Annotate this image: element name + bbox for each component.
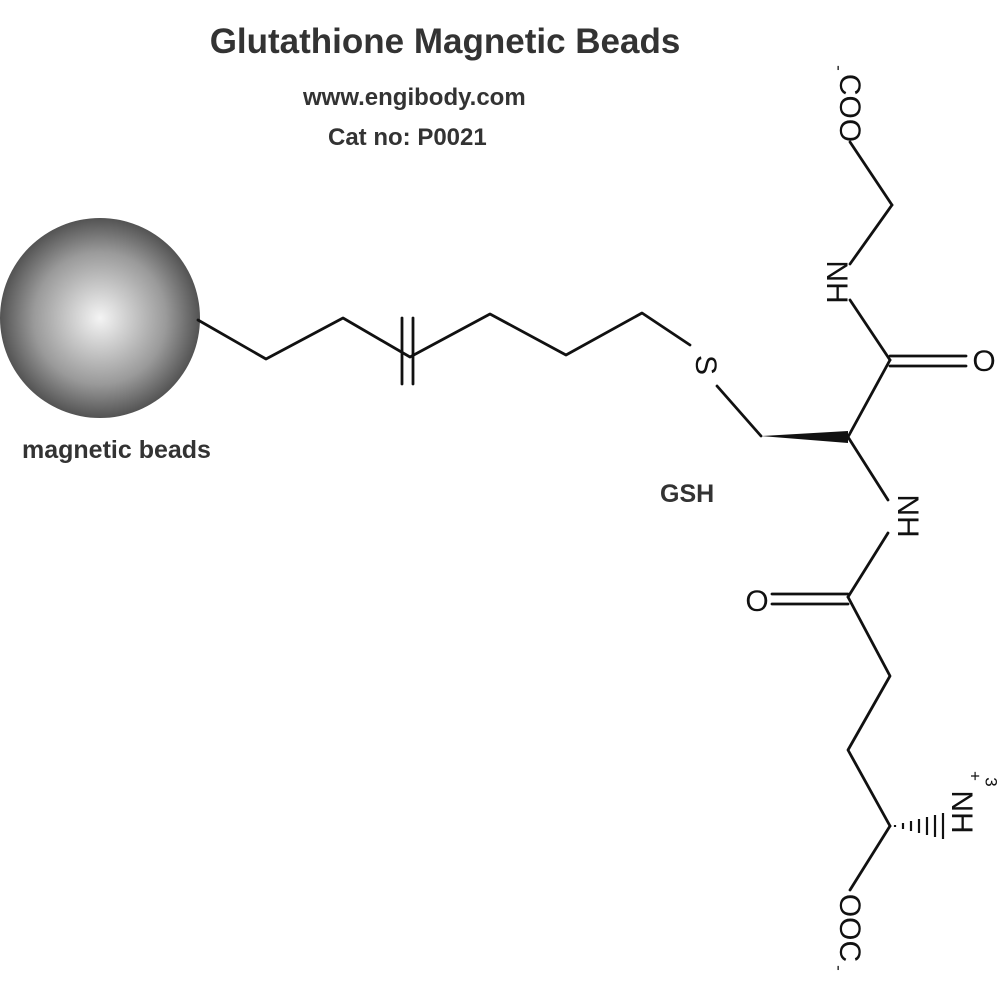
bond-nh-ch2-gly	[848, 203, 894, 266]
magnetic-bead	[0, 218, 200, 418]
bond-nh-carbonyl-glu	[846, 531, 890, 599]
ammonium-charge: +	[966, 771, 985, 781]
website-url: www.engibody.com	[303, 84, 526, 111]
carboxylate-bottom-charge: -	[830, 965, 849, 971]
bond-s-ch2	[715, 384, 763, 438]
sulfur-atom: S	[689, 355, 722, 375]
oxygen-atom-2: O	[745, 585, 768, 618]
bond-carbonyl-nh	[848, 298, 892, 362]
bond-ca-nh-glu	[846, 435, 890, 502]
glu-side-chain	[846, 595, 892, 828]
wedge-bond	[761, 431, 848, 443]
linker-chain	[196, 311, 692, 361]
carboxylate-top: COO	[833, 74, 866, 142]
bond-ca-carbonyl	[846, 358, 892, 439]
nh-atom-glu: NH	[891, 494, 924, 537]
page-title: Glutathione Magnetic Beads	[209, 22, 681, 61]
oxygen-atom-1: O	[972, 345, 995, 378]
hashed-bond	[893, 813, 945, 839]
ammonium-group: NH	[945, 790, 978, 833]
carboxylate-top-charge: -	[830, 65, 849, 71]
carboxylate-bottom: OOC	[833, 894, 866, 962]
ammonium-subscript: 3	[982, 777, 1001, 786]
bond-ch2-coo	[848, 140, 894, 207]
nh-atom-gly: NH	[820, 260, 853, 303]
gsh-label: GSH	[660, 480, 715, 508]
catalog-number: Cat no: P0021	[328, 124, 487, 151]
magnetic-beads-label: magnetic beads	[22, 436, 211, 464]
bond-ca-ooc	[848, 824, 892, 892]
